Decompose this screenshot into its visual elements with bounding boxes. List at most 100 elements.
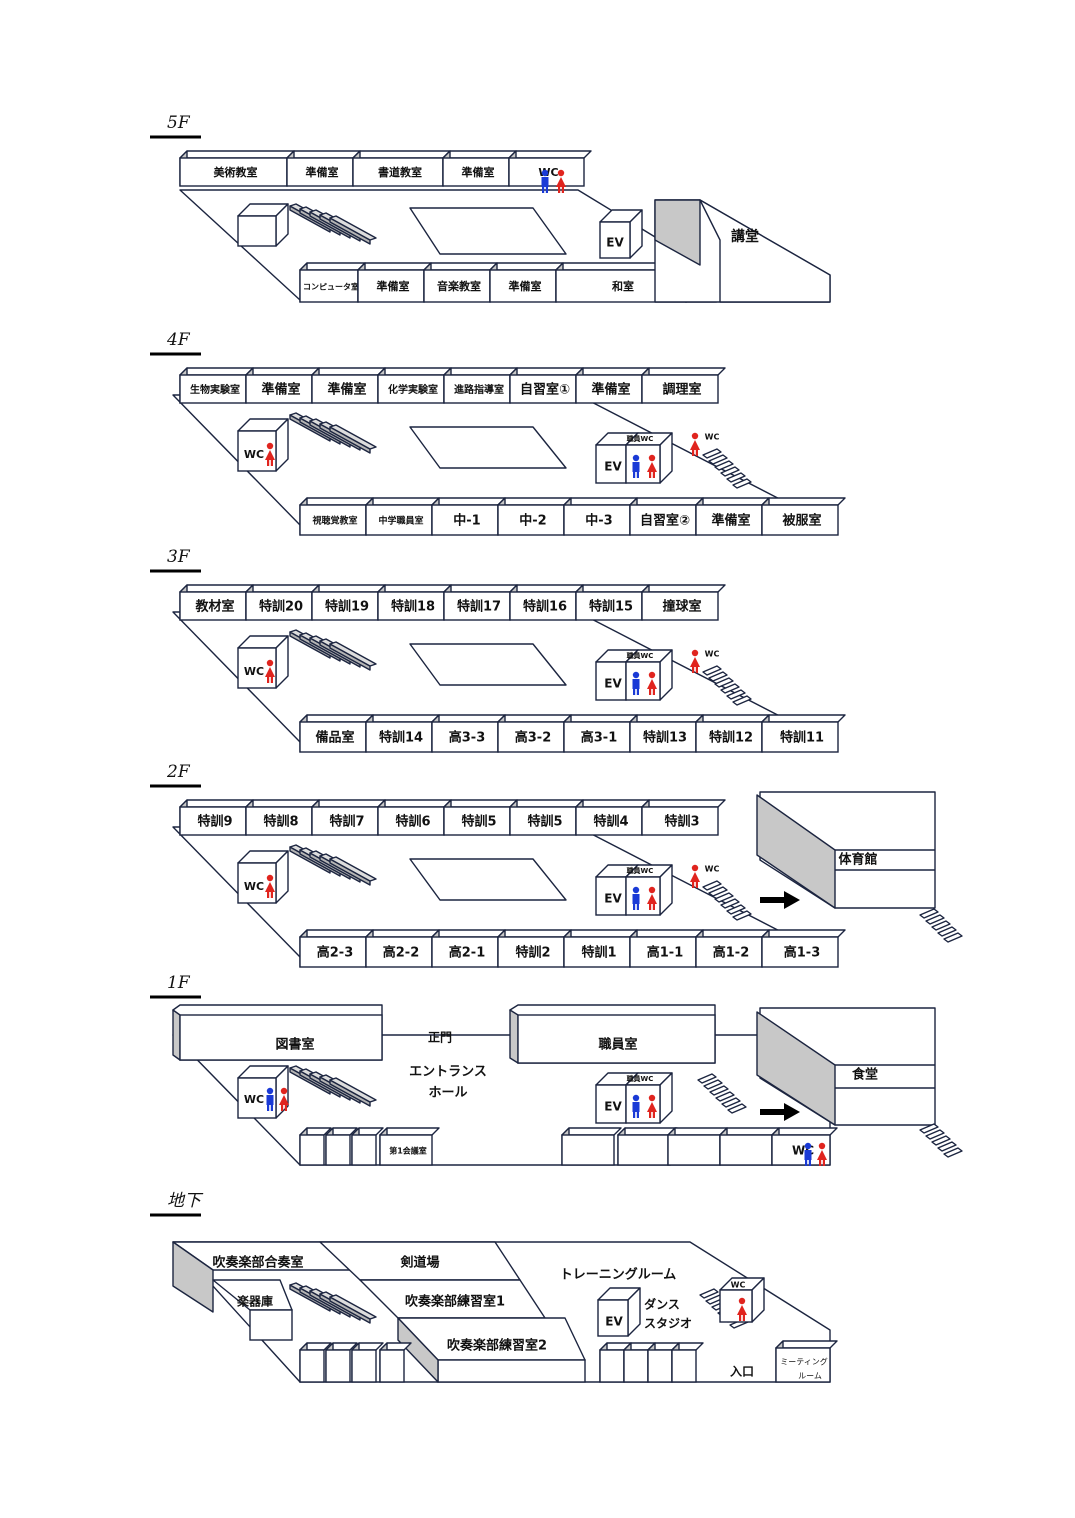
room-front-2F-5 [629,936,697,968]
staff-wc-label-3F: 職員WC [627,651,654,660]
female-icon-stair-3F-head [691,649,699,657]
room-back-2F-6-top [575,799,650,808]
female-icon-1F-head [280,1087,288,1095]
female-icon-staff-1F-head [648,1094,656,1102]
wc-box-4F [237,430,277,472]
room-front-3F-4 [563,721,631,753]
ev-label-4F: EV [604,460,622,474]
room-front-3F-6-top [695,714,770,723]
storage-box-5F [237,215,277,247]
side-stairs-2F-step-0 [702,880,722,891]
room-front-5F-2-top [423,262,498,271]
instrument-front-B1 [249,1309,293,1341]
room-front-4F-6-label: 準備室 [711,513,750,529]
room-front-4F-3 [497,504,565,536]
room-back-3F-1 [245,591,313,621]
cafeteria-label-1F: 食堂 [852,1067,878,1083]
room-front-2F-6-top [695,929,770,938]
male-icon-1F-leg-left [267,1105,270,1111]
male-icon-1F-body [266,1095,274,1105]
room-front-3F-2-top [431,714,506,723]
stairs-5F-tread-4 [329,215,377,241]
cafeteria-side-1F [756,1011,836,1126]
room-back-4F-7-top [641,367,726,376]
small-room-B1-r1 [623,1349,649,1383]
side-stairs-B1-step-0 [699,1288,719,1299]
ev-box-3F [595,661,627,701]
female-icon-stair-4F-body [690,440,700,450]
stair-wc-label-3F: WC [705,650,720,659]
ensemble-side-B1 [172,1241,214,1313]
front-room-1F-3-top [719,1127,780,1136]
room-front-4F-1-label: 中学職員室 [378,515,423,527]
female-icon-staff-4F-body [647,462,657,472]
female-icon-B1-head [738,1297,746,1305]
room-front-3F-0-top [299,714,374,723]
small-room-1F-0 [299,1134,325,1166]
room-front-4F-4 [563,504,631,536]
ev-label-5F: EV [606,236,624,250]
meeting-room-1F-top [379,1127,440,1136]
room-front-5F-3 [489,269,557,303]
side-stairs-3F-step-0 [702,665,722,676]
room-back-4F-2 [311,374,379,404]
female-icon-front-1F-leg-left [819,1160,822,1166]
entrance-label-1F: エントランス [409,1065,487,1080]
male-icon-front-1F-leg-left [805,1160,808,1166]
female-icon-stair-4F-leg-left [692,450,695,456]
room-front-4F-3-label: 中-2 [519,513,546,529]
gym-stairs-2F-step-3 [937,926,957,937]
room-front-2F-7-top [761,929,846,938]
room-front-3F-1-label: 特訓14 [379,730,423,746]
female-icon-front-1F-head [818,1142,826,1150]
female-icon-3F-head [266,659,274,667]
staff-wc-label-2F: 職員WC [627,866,654,875]
arrow-2F [760,891,800,909]
female-icon-2F [265,874,275,898]
male-icon-4F [632,454,640,478]
female-icon-3F-body [265,667,275,677]
female-icon-1F-leg-left [281,1105,284,1111]
female-icon-B1-body [737,1305,747,1315]
side-stairs-1F-step-5 [727,1103,747,1114]
floor-label-3F: 3F [167,547,191,567]
dance-label-B1: ダンス [644,1297,680,1312]
room-front-2F-0-label: 高2-3 [317,945,354,961]
room-back-3F-5-label: 特訓16 [523,599,567,615]
male-icon-1F [266,1087,274,1111]
stair-wc-label-4F: WC [705,433,720,442]
room-back-4F-0-label: 生物実験室 [190,383,240,396]
female-icon-stair-2F [690,864,700,888]
room-front-3F-5-label: 特訓13 [643,730,687,746]
small-room-B1-r3 [671,1349,697,1383]
ev-box-1F [595,1084,627,1124]
side-stairs-2F-step-3 [720,898,740,909]
female-icon-3F [265,659,275,683]
room-front-5F-3-top [489,262,564,271]
male-icon-1F-head [266,1087,274,1095]
meeting-room-B1 [775,1347,831,1383]
side-stairs-3F-step-4 [726,689,746,700]
room-front-3F-7-label: 特訓11 [780,730,824,746]
room-front-4F-1-top [365,497,440,506]
room-back-2F-0 [179,806,247,836]
room-back-2F-5 [509,806,577,836]
staff-wc-label-4F: 職員WC [627,434,654,443]
atrium-3F [409,643,567,686]
female-icon-staff-1F-leg-right [652,1112,655,1118]
side-stairs-4F-step-5 [732,478,752,489]
room-front-2F-2 [431,936,499,968]
room-back-3F-5 [509,591,577,621]
training-label-B1: トレーニングルーム [560,1267,677,1283]
male-icon-front-1F-body [804,1150,812,1160]
side-stairs-3F-step-3 [720,683,740,694]
room-back-2F-5-top [509,799,584,808]
female-icon-5F-leg-left [558,187,561,193]
room-back-2F-2-top [311,799,386,808]
room-front-2F-2-label: 高2-1 [449,945,486,961]
gym-label-2F: 体育館 [838,852,877,868]
room-back-4F-5-label: 自習室① [520,382,570,398]
room-back-3F-7-label: 撞球室 [662,599,701,615]
female-icon-5F-body [556,177,566,187]
female-icon-staff-4F [647,454,657,478]
